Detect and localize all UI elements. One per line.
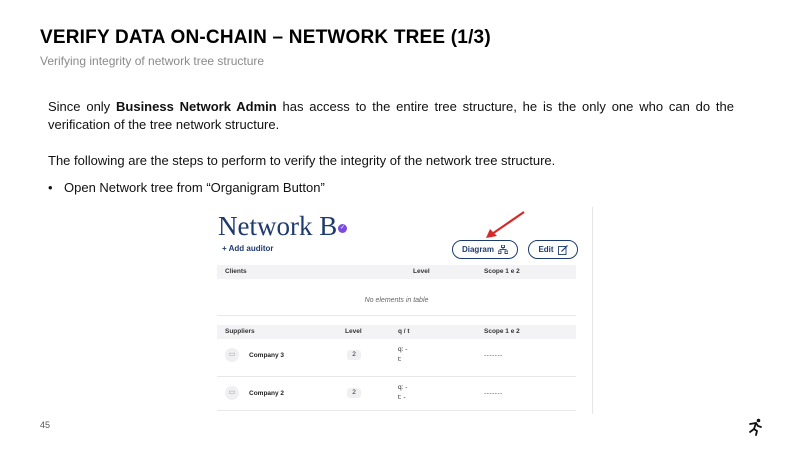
slide-subtitle: Verifying integrity of network tree stru… (40, 54, 265, 68)
clients-table: Clients Level Scope 1 e 2 No elements in… (217, 265, 576, 316)
level-badge: 2 (347, 350, 361, 360)
network-tree-screenshot: Network B ✓ + Add auditor Diagram Edit C… (210, 207, 593, 414)
col-scope: Scope 1 e 2 (484, 328, 520, 335)
company-icon: ▭ (225, 386, 239, 400)
qt-values: q: -t: (398, 346, 408, 363)
diagram-button[interactable]: Diagram (452, 240, 518, 259)
body-text: Since only Business Network Admin has ac… (48, 98, 734, 170)
bullet-dot-icon: • (48, 180, 53, 195)
company-name: Company 2 (249, 390, 285, 397)
col-qt: q / t (398, 328, 410, 335)
page-number: 45 (40, 420, 51, 430)
suppliers-table-header: Suppliers Level q / t Scope 1 e 2 (217, 325, 576, 339)
col-suppliers: Suppliers (225, 328, 255, 335)
paragraph-1: Since only Business Network Admin has ac… (48, 99, 735, 132)
bullet-item: •Open Network tree from “Organigram Butt… (48, 180, 325, 195)
suppliers-table: Suppliers Level q / t Scope 1 e 2 ▭ Comp… (217, 325, 576, 411)
verified-badge-icon: ✓ (338, 224, 347, 233)
company-name: Company 3 (249, 352, 285, 359)
paragraph-2: The following are the steps to perform t… (48, 153, 556, 168)
company-icon: ▭ (225, 348, 239, 362)
network-title: Network B (218, 211, 338, 241)
runner-logo-icon (749, 418, 762, 436)
scope-value: ------- (484, 352, 503, 359)
red-arrow-icon (486, 211, 525, 238)
table-row[interactable]: ▭ Company 3 2 q: -t: ------- (217, 339, 576, 377)
scope-value: ------- (484, 390, 503, 397)
bold-role: Business Network Admin (116, 99, 277, 114)
table-row[interactable]: ▭ Company 2 2 q: -t: - ------- (217, 377, 576, 411)
col-scope: Scope 1 e 2 (484, 268, 520, 275)
qt-values: q: -t: - (398, 384, 408, 401)
col-clients: Clients (225, 268, 247, 275)
edit-button[interactable]: Edit (528, 240, 578, 259)
col-level: Level (413, 268, 430, 275)
diagram-tree-icon (498, 245, 508, 254)
clients-table-header: Clients Level Scope 1 e 2 (217, 265, 576, 279)
col-level: Level (345, 328, 362, 335)
add-auditor-link[interactable]: + Add auditor (222, 244, 274, 253)
clients-empty-state: No elements in table (217, 279, 576, 316)
edit-pencil-icon (557, 244, 568, 255)
level-badge: 2 (347, 388, 361, 398)
slide-title: VERIFY DATA ON-CHAIN – NETWORK TREE (1/3… (40, 27, 491, 48)
